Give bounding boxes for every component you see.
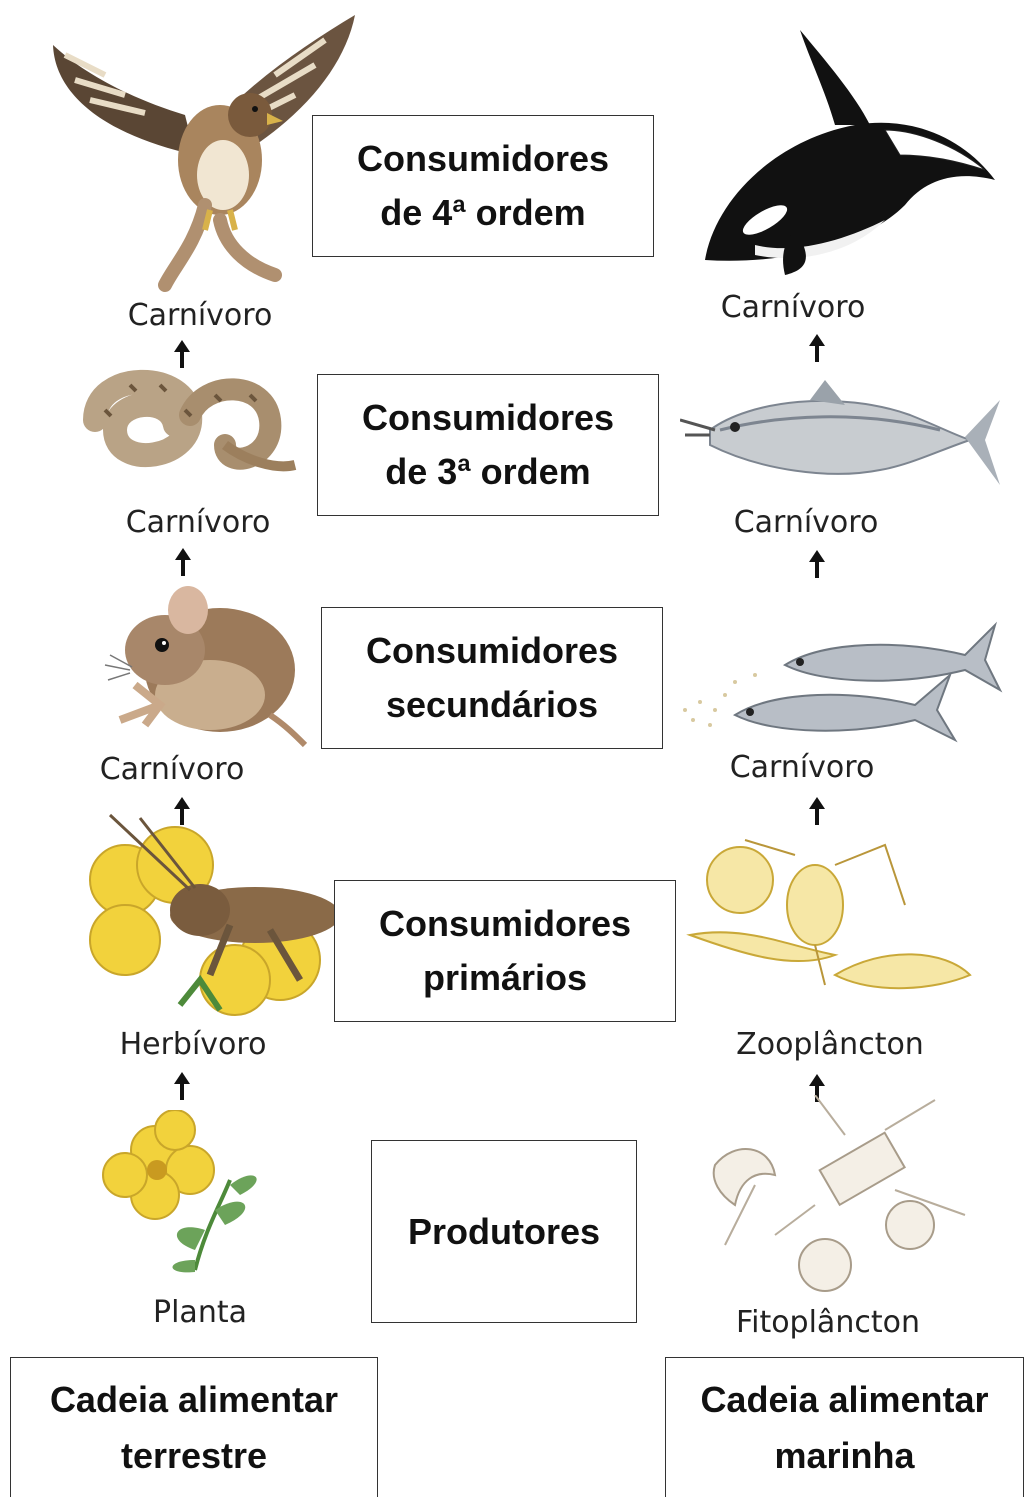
tuna-illustration [680, 375, 1005, 510]
up-arrow-icon [805, 795, 829, 827]
trophic-level-line: Consumidores [362, 391, 614, 445]
trophic-level-box-quaternary: Consumidores de 4ª ordem [312, 115, 654, 257]
marine-label-3: Carnívoro [730, 750, 875, 785]
marine-chain-caption: Cadeia alimentar marinha [665, 1357, 1024, 1497]
trophic-level-line: primários [423, 951, 587, 1005]
mouse-illustration [100, 575, 310, 750]
chain-caption-line: Cadeia alimentar [50, 1372, 338, 1428]
trophic-level-line: secundários [386, 678, 598, 732]
marine-label-5: Fitoplâncton [736, 1305, 920, 1340]
terrestrial-label-3: Carnívoro [100, 752, 245, 787]
up-arrow-icon [170, 1070, 194, 1102]
up-arrow-icon [805, 548, 829, 580]
trophic-level-box-tertiary: Consumidores de 3ª ordem [317, 374, 659, 516]
up-arrow-icon [805, 332, 829, 364]
trophic-level-line: Consumidores [366, 624, 618, 678]
terrestrial-label-4: Herbívoro [120, 1027, 267, 1062]
marine-label-1: Carnívoro [721, 290, 866, 325]
chain-caption-line: terrestre [121, 1428, 267, 1484]
phytoplankton-illustration [695, 1095, 985, 1305]
trophic-level-box-producers: Produtores [371, 1140, 637, 1323]
zooplankton-illustration [685, 835, 975, 1010]
chain-caption-line: marinha [774, 1428, 914, 1484]
terrestrial-chain-caption: Cadeia alimentar terrestre [10, 1357, 378, 1497]
up-arrow-icon [171, 546, 195, 578]
grasshopper-flower-illustration [80, 810, 340, 1025]
trophic-level-line: de 3ª ordem [385, 445, 590, 499]
rattlesnake-illustration [75, 350, 310, 500]
trophic-level-line: Consumidores [379, 897, 631, 951]
chain-caption-line: Cadeia alimentar [700, 1372, 988, 1428]
terrestrial-label-5: Planta [153, 1295, 247, 1330]
trophic-level-line: Produtores [408, 1205, 600, 1259]
marine-label-4: Zooplâncton [736, 1027, 924, 1062]
trophic-level-box-primary: Consumidores primários [334, 880, 676, 1022]
trophic-level-line: de 4ª ordem [380, 186, 585, 240]
plant-illustration [95, 1110, 280, 1280]
orca-illustration [685, 30, 1005, 275]
sardines-illustration [675, 610, 1005, 750]
terrestrial-label-2: Carnívoro [126, 505, 271, 540]
terrestrial-label-1: Carnívoro [128, 298, 273, 333]
trophic-level-box-secondary: Consumidores secundários [321, 607, 663, 749]
trophic-level-line: Consumidores [357, 132, 609, 186]
marine-label-2: Carnívoro [734, 505, 879, 540]
